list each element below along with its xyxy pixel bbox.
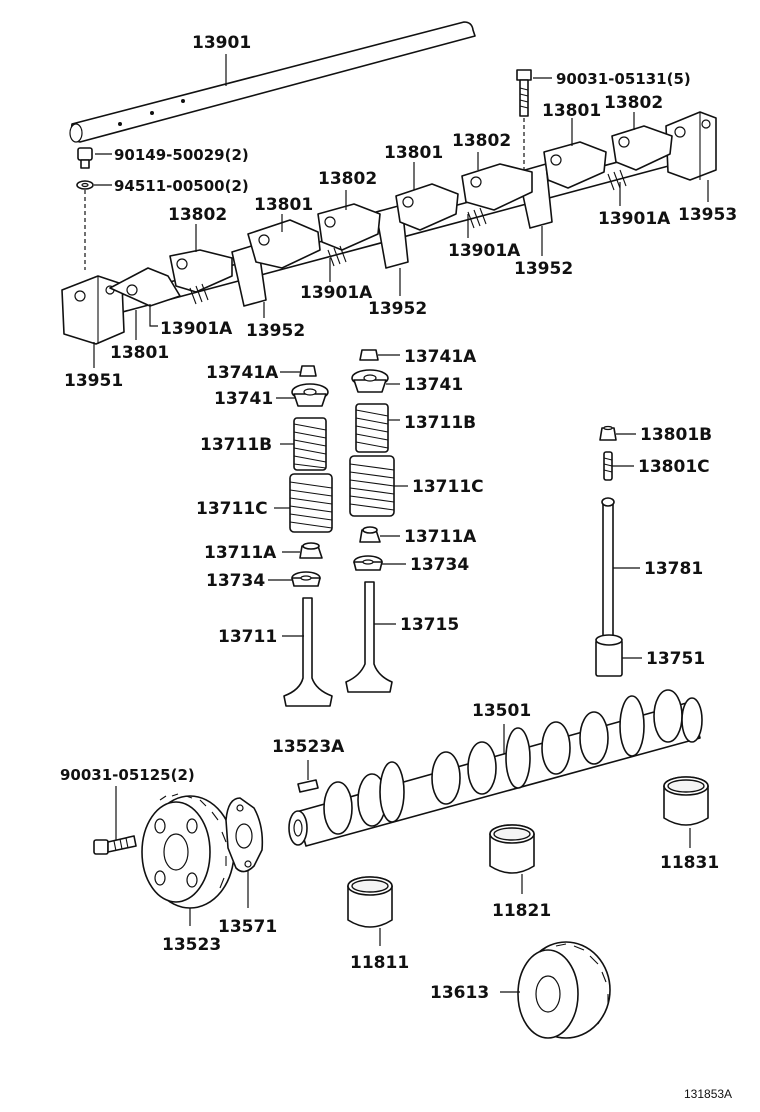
label-retainer-right: 13741: [404, 375, 463, 395]
label-lock-left: 13741A: [206, 363, 279, 383]
camshaft: [288, 689, 703, 847]
label-rocker-b-1: 13802: [168, 205, 227, 225]
label-cam-gear: 13523: [162, 935, 221, 955]
cam-key: [297, 779, 319, 793]
label-bearing-rear: 11831: [660, 853, 719, 873]
label-valve-exhaust: 13715: [400, 615, 459, 635]
label-lifter: 13751: [646, 649, 705, 669]
leader-lines: [93, 54, 709, 993]
label-retainer-left: 13741: [214, 389, 273, 409]
plug-gasket: [76, 180, 94, 270]
label-valve-intake: 13711: [218, 627, 277, 647]
label-support-mid-3: 13952: [514, 259, 573, 279]
bearing-center: [489, 824, 535, 874]
bearing-front: [347, 876, 393, 928]
label-camshaft: 13501: [472, 701, 531, 721]
label-adjust-screw: 13801C: [638, 457, 710, 477]
label-spacer-1: 13901A: [160, 319, 233, 339]
label-plug: 90149-50029(2): [114, 146, 249, 164]
label-seat-right: 13734: [410, 555, 469, 575]
label-support-mid-2: 13952: [368, 299, 427, 319]
label-spring-outer-right: 13711C: [412, 477, 484, 497]
label-shaft: 13901: [192, 33, 251, 53]
diagram-code: 131853A: [684, 1087, 732, 1101]
label-adjust-nut: 13801B: [640, 425, 712, 445]
label-bearing-center: 11821: [492, 901, 551, 921]
pushrod-group: [595, 425, 623, 677]
label-bearing-front: 11811: [350, 953, 409, 973]
label-rocker-bolt: 90031-05131(5): [556, 70, 691, 88]
label-spring-outer-left: 13711C: [196, 499, 268, 519]
thrust-plate: [225, 797, 264, 873]
bearing-rear: [663, 776, 709, 826]
label-spring-inner-right: 13711B: [404, 413, 476, 433]
label-lock-right: 13741A: [404, 347, 477, 367]
label-spacer-2: 13901A: [300, 283, 373, 303]
label-spacer-4: 13901A: [598, 209, 671, 229]
label-rocker-b-2: 13802: [318, 169, 377, 189]
label-thrust-plate: 13571: [218, 917, 277, 937]
label-rocker-b-4: 13802: [604, 93, 663, 113]
rocker-assembly: [61, 111, 717, 345]
label-support-mid-1: 13952: [246, 321, 305, 341]
label-crank-gear: 13613: [430, 983, 489, 1003]
valve-group-right: [345, 349, 395, 693]
cam-gear: [141, 793, 235, 909]
label-rocker-a-4: 13801: [110, 343, 169, 363]
label-seal-left: 13711A: [204, 543, 277, 563]
label-plug-gasket: 94511-00500(2): [114, 177, 249, 195]
label-support-front: 13951: [64, 371, 123, 391]
label-key: 13523A: [272, 737, 345, 757]
label-push-rod: 13781: [644, 559, 703, 579]
rocker-bolt: [516, 69, 532, 170]
label-seal-right: 13711A: [404, 527, 477, 547]
label-rocker-b-3: 13802: [452, 131, 511, 151]
label-spacer-3: 13901A: [448, 241, 521, 261]
label-seat-left: 13734: [206, 571, 265, 591]
rocker-shaft: [69, 21, 476, 143]
gear-bolt: [93, 835, 137, 855]
oil-plug: [77, 147, 93, 169]
label-rocker-a-2: 13801: [384, 143, 443, 163]
label-rocker-a-3: 13801: [542, 101, 601, 121]
label-rocker-a-1: 13801: [254, 195, 313, 215]
crank-gear: [517, 941, 611, 1039]
label-spring-inner-left: 13711B: [200, 435, 272, 455]
part-labels: 13901 90031-05131(5) 90149-50029(2) 9451…: [60, 33, 737, 1101]
valve-group-left: [283, 365, 333, 707]
label-support-rear: 13953: [678, 205, 737, 225]
label-gear-bolt: 90031-05125(2): [60, 766, 195, 784]
